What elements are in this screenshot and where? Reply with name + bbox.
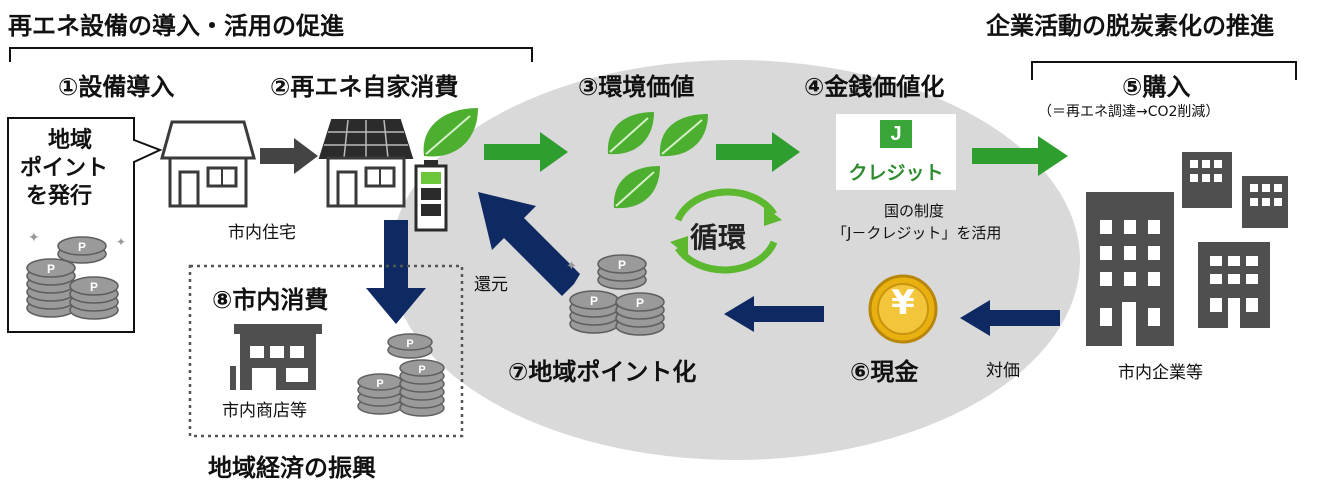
company-buildings-icon [1086, 152, 1288, 346]
arrow-return [478, 192, 580, 296]
footer-title: 地域経済の振興 [208, 454, 376, 482]
step5-label: ⑤購入 [1122, 73, 1191, 101]
arrow-to-env-value [484, 132, 568, 172]
return-label: 還元 [474, 275, 508, 295]
step1-label: ①設備導入 [58, 73, 175, 101]
j-credit-logo: J クレジット [836, 114, 956, 190]
arrow-to-purchase [972, 136, 1068, 176]
yen-mark: ¥ [891, 283, 915, 323]
house-label: 市内住宅 [228, 223, 296, 243]
left-header-title: 再エネ設備の導入・活用の促進 [8, 12, 344, 40]
house-icon [160, 120, 256, 208]
step8-label: ⑧市内消費 [212, 286, 329, 314]
svg-text:✦: ✦ [28, 230, 40, 246]
companies-label: 市内企業等 [1118, 363, 1203, 383]
step2-label: ②再エネ自家消費 [270, 73, 459, 101]
svg-text:P: P [376, 378, 383, 390]
cycle-label: 循環 [690, 221, 747, 254]
svg-text:✦: ✦ [566, 259, 577, 274]
step6-label: ⑥現金 [850, 358, 919, 386]
arrow-to-monetize [716, 132, 800, 172]
yen-coin-icon [868, 274, 938, 344]
svg-text:✦: ✦ [116, 235, 126, 249]
j-credit-logo-mark: J [880, 120, 912, 148]
arrow-cash-to-points [724, 296, 824, 332]
callout-line3: を発行 [26, 184, 93, 209]
svg-text:P: P [418, 364, 425, 376]
svg-text:P: P [47, 262, 55, 276]
j-credit-desc-2: 「J－クレジット」を活用 [832, 224, 1002, 242]
arrow-to-local-consumption [366, 220, 426, 324]
j-credit-desc-1: 国の制度 [884, 202, 945, 220]
callout-line2: ポイント [20, 156, 109, 181]
callout-line1: 地域 [48, 128, 93, 153]
solar-house-icon [318, 119, 414, 208]
compensation-label: 対価 [986, 361, 1020, 381]
svg-text:P: P [590, 294, 598, 308]
leaves-icon [607, 112, 708, 209]
svg-text:P: P [636, 296, 644, 310]
step5-note: （＝再エネ調達→CO2削減） [1038, 104, 1220, 120]
battery-icon [414, 160, 448, 232]
shop-icon [230, 324, 322, 390]
leaf-icon [423, 108, 478, 157]
shops-label: 市内商店等 [222, 401, 307, 421]
svg-text:P: P [90, 280, 98, 294]
cycle-arrows-icon [670, 188, 782, 274]
coin-stack-center-icon: P P P ✦ [566, 254, 665, 336]
svg-text:P: P [406, 338, 413, 350]
arrow-install [260, 138, 318, 174]
coin-stack-shop-icon: P P P [357, 333, 445, 417]
right-header-title: 企業活動の脱炭素化の推進 [986, 12, 1274, 40]
arrow-company-to-cash [960, 300, 1060, 336]
step3-label: ③環境価値 [578, 73, 695, 101]
coin-stack-icon: P P P ✦ ✦ [26, 230, 126, 320]
svg-text:P: P [78, 240, 86, 254]
j-credit-logo-text: クレジット [848, 162, 944, 184]
step4-label: ④金銭価値化 [804, 73, 945, 101]
step7-label: ⑦地域ポイント化 [508, 358, 697, 386]
svg-text:P: P [618, 258, 626, 272]
